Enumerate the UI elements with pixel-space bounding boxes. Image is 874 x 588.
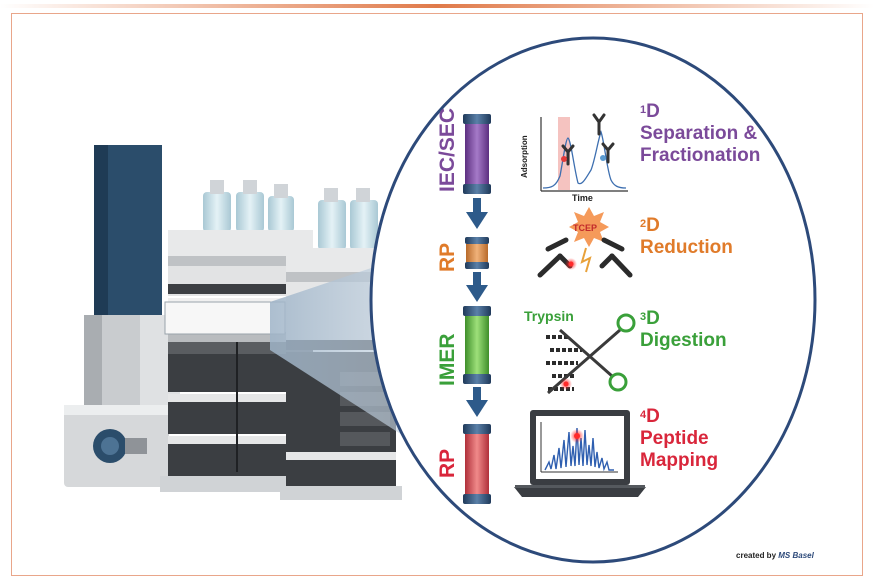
step-4-title-line2: Mapping [640,450,719,471]
step-4-number: 4 [640,409,647,421]
scissors-icon [547,313,636,395]
column-label-iec-sec: IEC/SEC [436,107,459,192]
credit-line: created by MS Basel [736,551,814,560]
column-compartment [164,301,286,335]
step-2-title-line1: Reduction [640,237,733,258]
lightning-icon [580,247,592,273]
mass-spectrum-trace [544,427,614,472]
chromatogram-trace [542,130,627,189]
flow-arrow-1 [466,198,488,229]
column-label-rp-1: RP [436,242,459,272]
step-3-dimension: D [646,308,660,329]
step-2-heading: 2D Reduction [640,215,733,259]
step-3-heading: 3D Digestion [640,308,727,352]
step-1-title-line2: Fractionation [640,145,761,166]
tcep-label: TCEP [573,223,598,233]
chromatogram-plot [540,113,628,192]
credit-prefix: created by [736,551,777,560]
hplc-instrument [64,145,402,500]
chromatogram-ylabel: Adsorption [520,135,529,178]
column-rp-2 [463,424,491,504]
reduced-antibody-icon [537,237,633,278]
trypsin-label: Trypsin [524,308,574,324]
step-2-dimension: D [646,215,660,236]
laptop-icon [514,410,646,497]
step-1-dimension: D [646,101,660,122]
flow-arrow-3 [466,387,488,417]
step-3-title-line1: Digestion [640,330,727,351]
reduction-illustration [537,207,633,278]
credit-logo: MS Basel [778,551,814,560]
peptide-fragments-icon [546,335,582,391]
step-2-number: 2 [640,218,647,230]
flow-arrow-2 [466,272,488,302]
step-1-title-line1: Separation & [640,123,758,144]
column-iec-sec [463,114,491,194]
tcep-starburst-icon [569,207,609,247]
step-4-heading: 4D Peptide Mapping [640,406,718,472]
antibody-icon [561,113,615,166]
step-4-title-line1: Peptide [640,428,709,449]
chromatogram-xlabel: Time [572,193,593,203]
step-1-heading: 1D Separation & Fractionation [640,101,760,167]
step-3-number: 3 [640,311,647,323]
top-accent-bar [0,4,874,8]
column-label-rp-2: RP [436,448,459,478]
figure-frame [11,13,863,576]
column-imer [463,306,491,384]
step-4-dimension: D [646,406,660,427]
column-rp-1 [465,237,489,269]
column-label-imer: IMER [436,333,459,387]
step-1-number: 1 [640,104,647,116]
digestion-illustration [546,313,636,395]
